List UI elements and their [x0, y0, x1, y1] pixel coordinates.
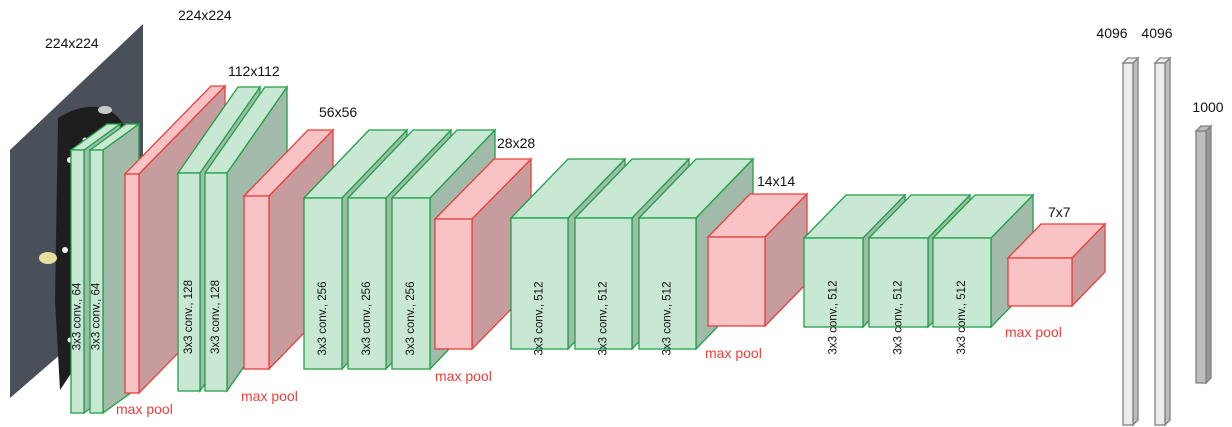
layer-blocks	[68, 56, 1213, 427]
size-label: 28x28	[497, 135, 535, 151]
max-pool-label: max pool	[116, 401, 173, 417]
max-pool-label: max pool	[241, 388, 298, 404]
fc-layer-1	[1121, 56, 1140, 427]
size-label: 112x112	[228, 63, 280, 79]
layer-labels: 3x3 conv., 64 3x3 conv., 64 max pool 224x22…	[72, 7, 1224, 417]
size-label: 224x224	[178, 7, 232, 23]
fc-size-label: 1000	[1192, 99, 1223, 115]
conv-layer-label: 3x3 conv., 512	[662, 282, 674, 356]
conv-layer-label: 3x3 conv., 512	[828, 281, 840, 355]
conv-layer-label: 3x3 conv., 256	[317, 282, 329, 356]
max-pool-layer-4	[706, 192, 809, 328]
fc-layer-3	[1194, 124, 1213, 385]
max-pool-label: max pool	[435, 368, 492, 384]
conv-layer-label: 3x3 conv., 512	[893, 281, 905, 355]
fc-layer-2	[1153, 56, 1172, 427]
fc-size-label: 4096	[1096, 25, 1127, 41]
conv-layer-label: 3x3 conv., 512	[598, 282, 610, 356]
conv-layer-label: 3x3 conv., 256	[361, 282, 373, 356]
conv-layer-label: 3x3 conv., 64	[72, 282, 84, 350]
conv-layer-label: 3x3 conv., 64	[91, 282, 103, 350]
conv-layer-label: 3x3 conv., 128	[183, 280, 195, 354]
conv-layer-label: 3x3 conv., 512	[534, 282, 546, 356]
max-pool-label: max pool	[705, 345, 762, 361]
conv-layer-label: 3x3 conv., 128	[210, 280, 222, 354]
conv-layer-label: 3x3 conv., 256	[405, 282, 417, 356]
max-pool-label: max pool	[1005, 324, 1062, 340]
size-label: 56x56	[319, 104, 357, 120]
input-size-label: 224x224	[45, 35, 99, 51]
fc-size-label: 4096	[1141, 25, 1172, 41]
final-size-label: 7x7	[1048, 204, 1071, 220]
conv-layer-label: 3x3 conv., 512	[956, 281, 968, 355]
max-pool-layer-5	[1006, 222, 1107, 308]
size-label: 14x14	[757, 173, 795, 189]
